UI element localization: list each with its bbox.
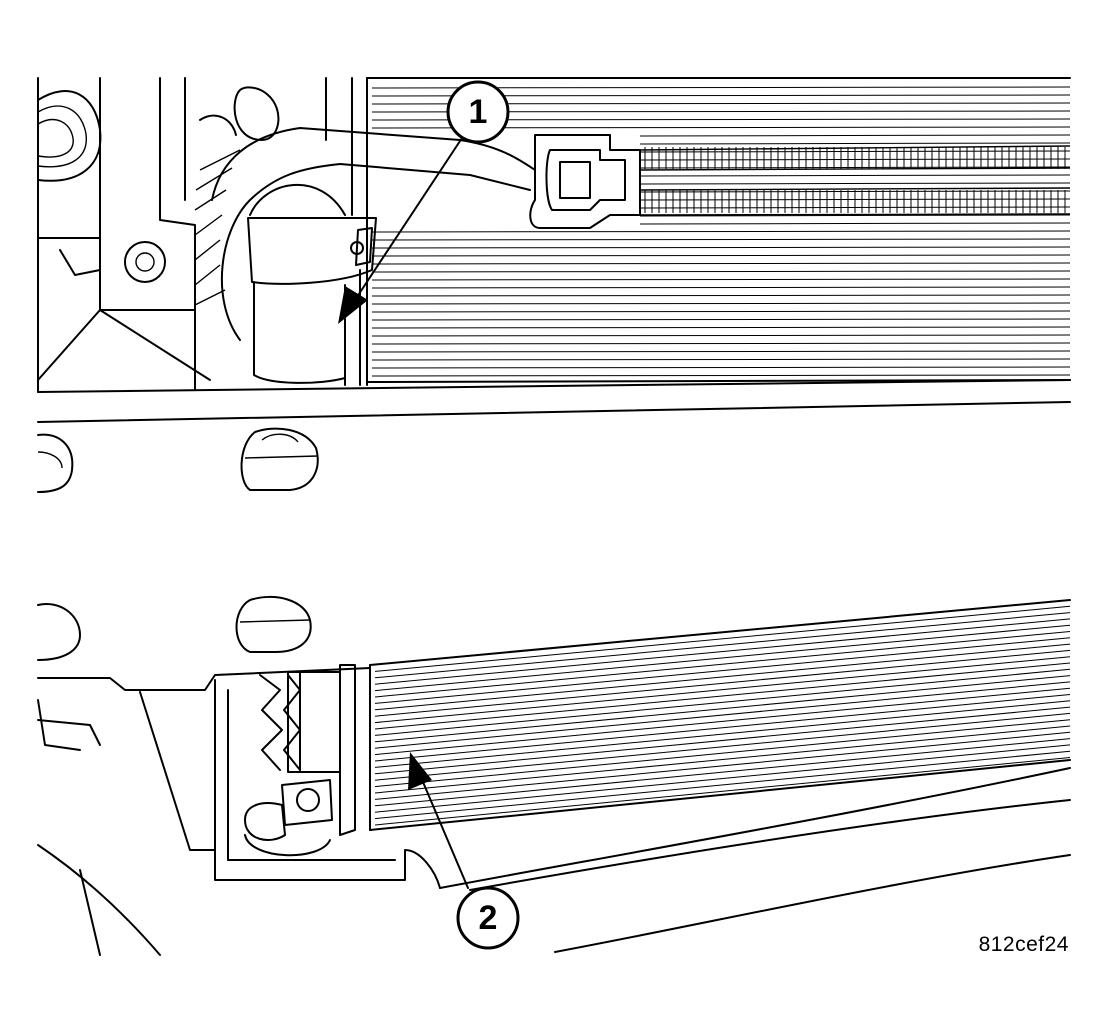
condenser-fin: [639, 222, 1071, 225]
condenser-fin: [371, 230, 1071, 233]
condenser-bracket-upper: [247, 183, 377, 386]
condenser-fin: [639, 134, 1071, 137]
condenser-fin: [374, 725, 1071, 794]
condenser-fin: [374, 719, 1071, 788]
condenser-fin: [371, 310, 1071, 313]
condenser-fin: [374, 631, 1071, 698]
condenser-lower-edge: [369, 599, 1071, 831]
condenser-fin: [374, 681, 1071, 749]
condenser-fin: [371, 254, 1071, 257]
upper-left-structure: [37, 77, 368, 393]
callout-1: 1: [338, 80, 510, 324]
condenser-fin: [371, 350, 1071, 353]
condenser-fin: [371, 366, 1071, 369]
callout-2-number: 2: [479, 899, 498, 937]
callout-2-circle: [456, 886, 520, 950]
condenser-fin: [639, 174, 1071, 177]
condenser-fin: [374, 694, 1071, 762]
lower-view: 2: [37, 595, 1071, 956]
condenser-fin: [371, 374, 1071, 377]
condenser-fin: [374, 643, 1071, 711]
callout-1-circle: [446, 80, 510, 144]
condenser-fin: [374, 612, 1071, 679]
condenser-fin: [374, 649, 1071, 717]
upper-view: 1: [37, 77, 1071, 493]
tie-strap: [644, 147, 1066, 213]
condenser-fin: [374, 624, 1071, 692]
connector-upper: [529, 134, 1071, 229]
condenser-fin: [371, 278, 1071, 281]
condenser-fin: [374, 700, 1071, 768]
condenser-fin: [371, 334, 1071, 337]
condenser-fin: [371, 286, 1071, 289]
condenser-fins-lower: [374, 605, 1071, 826]
lower-crossmember: [37, 595, 371, 751]
condenser-fin: [374, 687, 1071, 756]
condenser-fin: [371, 358, 1071, 361]
lower-contours: [37, 719, 1071, 956]
condenser-fin: [374, 637, 1071, 704]
condenser-fin: [374, 675, 1071, 743]
condenser-fin: [639, 182, 1071, 185]
ac-line-upper: [194, 86, 536, 341]
condenser-fin: [371, 318, 1071, 321]
condenser-fin: [374, 757, 1071, 826]
callout-2: 2: [408, 752, 520, 950]
condenser-fin: [374, 744, 1071, 813]
condenser-fin: [374, 656, 1071, 724]
condenser-fin: [639, 214, 1071, 217]
condenser-bracket-lower: [139, 664, 441, 889]
condenser-fin: [374, 750, 1071, 820]
condenser-fin: [371, 294, 1071, 297]
condenser-fin: [371, 326, 1071, 329]
condenser-fin: [374, 706, 1071, 775]
upper-crossmember: [37, 379, 1071, 493]
condenser-fin: [374, 731, 1071, 800]
condenser-fin: [374, 668, 1071, 736]
condenser-fin: [374, 712, 1071, 781]
figure-code: 812cef24: [978, 933, 1069, 956]
condenser-fin: [374, 738, 1071, 807]
condenser-fin: [639, 142, 1071, 145]
condenser-fin: [371, 270, 1071, 273]
condenser-fin: [374, 618, 1071, 685]
condenser-fin: [374, 605, 1071, 672]
condenser-fin: [371, 302, 1071, 305]
condenser-fin: [374, 662, 1071, 730]
condenser-fin: [371, 262, 1071, 265]
condenser-fin: [371, 246, 1071, 249]
condenser-fin: [371, 342, 1071, 345]
condenser-fin: [371, 238, 1071, 241]
callout-1-number: 1: [469, 93, 488, 131]
